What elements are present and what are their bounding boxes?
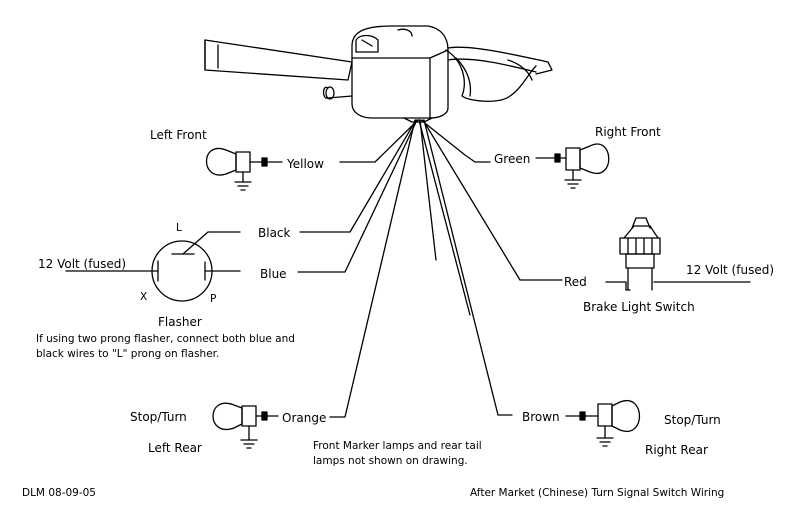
- label-right-front: Right Front: [595, 125, 661, 139]
- label-blue-wire: Blue: [260, 267, 287, 281]
- wire-green: [420, 119, 491, 163]
- label-orange-wire: Orange: [282, 411, 327, 425]
- wire-orange: [329, 119, 416, 418]
- label-black-wire: Black: [258, 226, 291, 240]
- flasher-note: If using two prong flasher, connect both…: [36, 332, 295, 362]
- wire-yellow: [339, 119, 419, 163]
- marker-lamps-note: Front Marker lamps and rear tail lamps n…: [313, 439, 482, 469]
- flasher-note-line-1: If using two prong flasher, connect both…: [36, 333, 295, 345]
- wire-bundle: [297, 119, 563, 418]
- left-front-bulb: [205, 147, 283, 191]
- label-prong-p: P: [210, 293, 217, 305]
- label-right-rear: Right Rear: [645, 443, 708, 457]
- flasher: [65, 231, 241, 302]
- label-yellow-wire: Yellow: [287, 157, 324, 171]
- label-left-rear: Left Rear: [148, 441, 202, 455]
- label-flasher: Flasher: [158, 315, 202, 329]
- wire-unused-1: [418, 119, 471, 316]
- label-stop-turn-right: Stop/Turn: [664, 413, 721, 427]
- wire-brown: [423, 119, 513, 416]
- label-stop-turn-left: Stop/Turn: [130, 410, 187, 424]
- footer-author-date: DLM 08-09-05: [22, 487, 96, 499]
- label-left-front: Left Front: [150, 128, 207, 142]
- wire-red: [422, 119, 563, 281]
- brake-light-switch: [605, 217, 751, 291]
- footer-title: After Market (Chinese) Turn Signal Switc…: [470, 487, 725, 499]
- label-12-volt-left: 12 Volt (fused): [38, 257, 127, 271]
- wire-unused-2: [419, 119, 437, 261]
- wire-blue: [297, 119, 418, 273]
- marker-note-line-1: Front Marker lamps and rear tail: [313, 440, 482, 452]
- right-front-bulb: [535, 143, 610, 189]
- label-prong-x: X: [140, 291, 148, 303]
- label-green-wire: Green: [494, 152, 531, 166]
- label-prong-l: L: [176, 222, 182, 234]
- right-rear-bulb: [565, 399, 640, 447]
- label-brake-light-switch: Brake Light Switch: [583, 300, 695, 314]
- marker-note-line-2: lamps not shown on drawing.: [313, 455, 468, 467]
- wire-black: [299, 119, 417, 233]
- flasher-note-line-2: black wires to "L" prong on flasher.: [36, 348, 220, 360]
- label-brown-wire: Brown: [522, 410, 560, 424]
- label-red-wire: Red: [564, 275, 587, 289]
- turn-signal-switch: [204, 25, 553, 123]
- left-rear-bulb: [212, 402, 279, 449]
- label-12-volt-right: 12 Volt (fused): [686, 263, 775, 277]
